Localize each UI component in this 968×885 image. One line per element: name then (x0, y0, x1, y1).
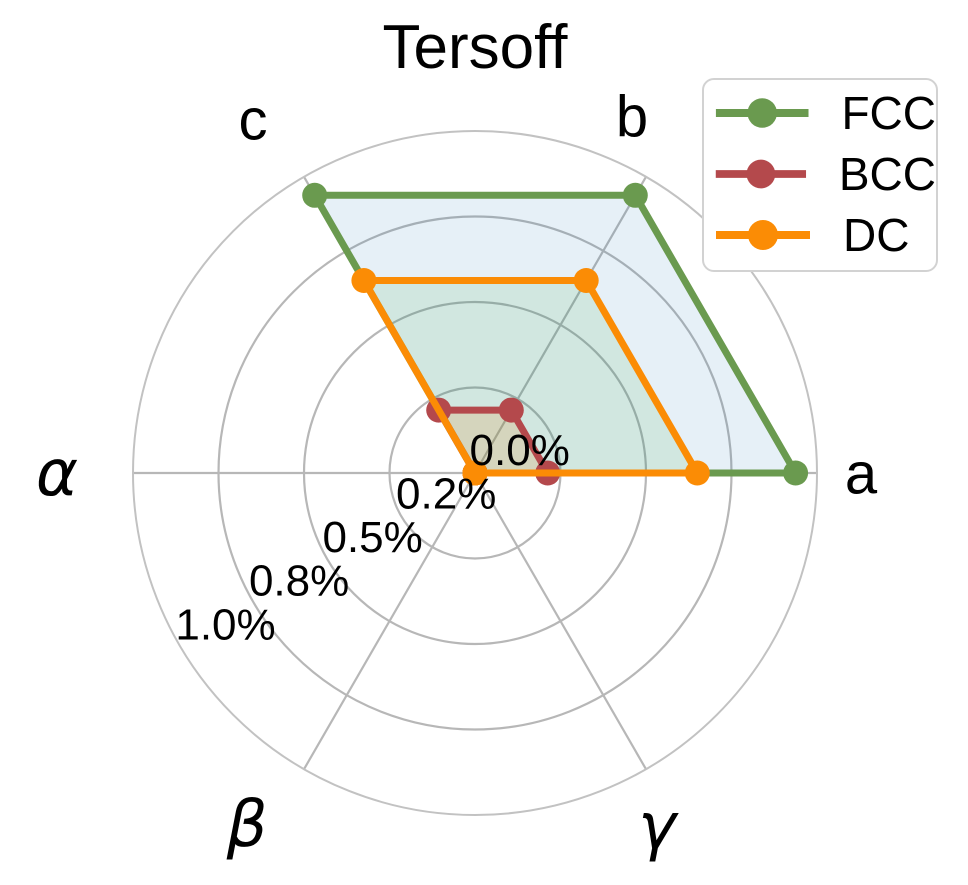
radial-tick-label: 0.0% (470, 426, 570, 475)
legend-item-dc: DC (704, 204, 936, 265)
legend-dot (747, 97, 777, 128)
data-point-dc-a (684, 460, 710, 486)
chart-title: Tersoff (382, 13, 568, 82)
legend-dot (748, 219, 778, 250)
axis-label-c: c (239, 88, 268, 153)
legend-item-fcc: FCC (704, 82, 936, 143)
radial-tick-label: 0.8% (249, 557, 349, 606)
radial-tick-label: 0.5% (322, 513, 422, 562)
data-point-bcc-b (498, 397, 524, 423)
legend-marker-bcc (715, 159, 807, 188)
outer-ring (132, 130, 818, 816)
legend: FCC BCC DC (702, 78, 938, 272)
legend-label: FCC (841, 86, 936, 139)
radial-tick-label: 0.2% (396, 470, 496, 519)
legend-dot (746, 159, 776, 188)
legend-marker-fcc (715, 97, 809, 128)
legend-marker-dc (716, 219, 810, 250)
data-point-dc-γ (462, 460, 488, 486)
series-fill-fcc (314, 195, 796, 474)
axis-label-a: a (845, 442, 878, 507)
legend-label: BCC (838, 147, 936, 200)
axis-label-gamma: γ (638, 790, 679, 864)
data-point-dc-c (351, 268, 377, 293)
legend-label: DC (843, 208, 910, 261)
axis-label-beta: β (226, 788, 268, 862)
data-point-fcc-a (783, 460, 809, 486)
data-point-dc-b (573, 268, 599, 293)
data-point-fcc-c (302, 182, 328, 208)
axis-label-b: b (616, 85, 648, 150)
radial-tick-label: 1.0% (175, 600, 275, 649)
legend-item-bcc: BCC (704, 143, 936, 204)
data-point-fcc-b (622, 182, 648, 208)
axis-label-alpha: α (36, 437, 78, 511)
